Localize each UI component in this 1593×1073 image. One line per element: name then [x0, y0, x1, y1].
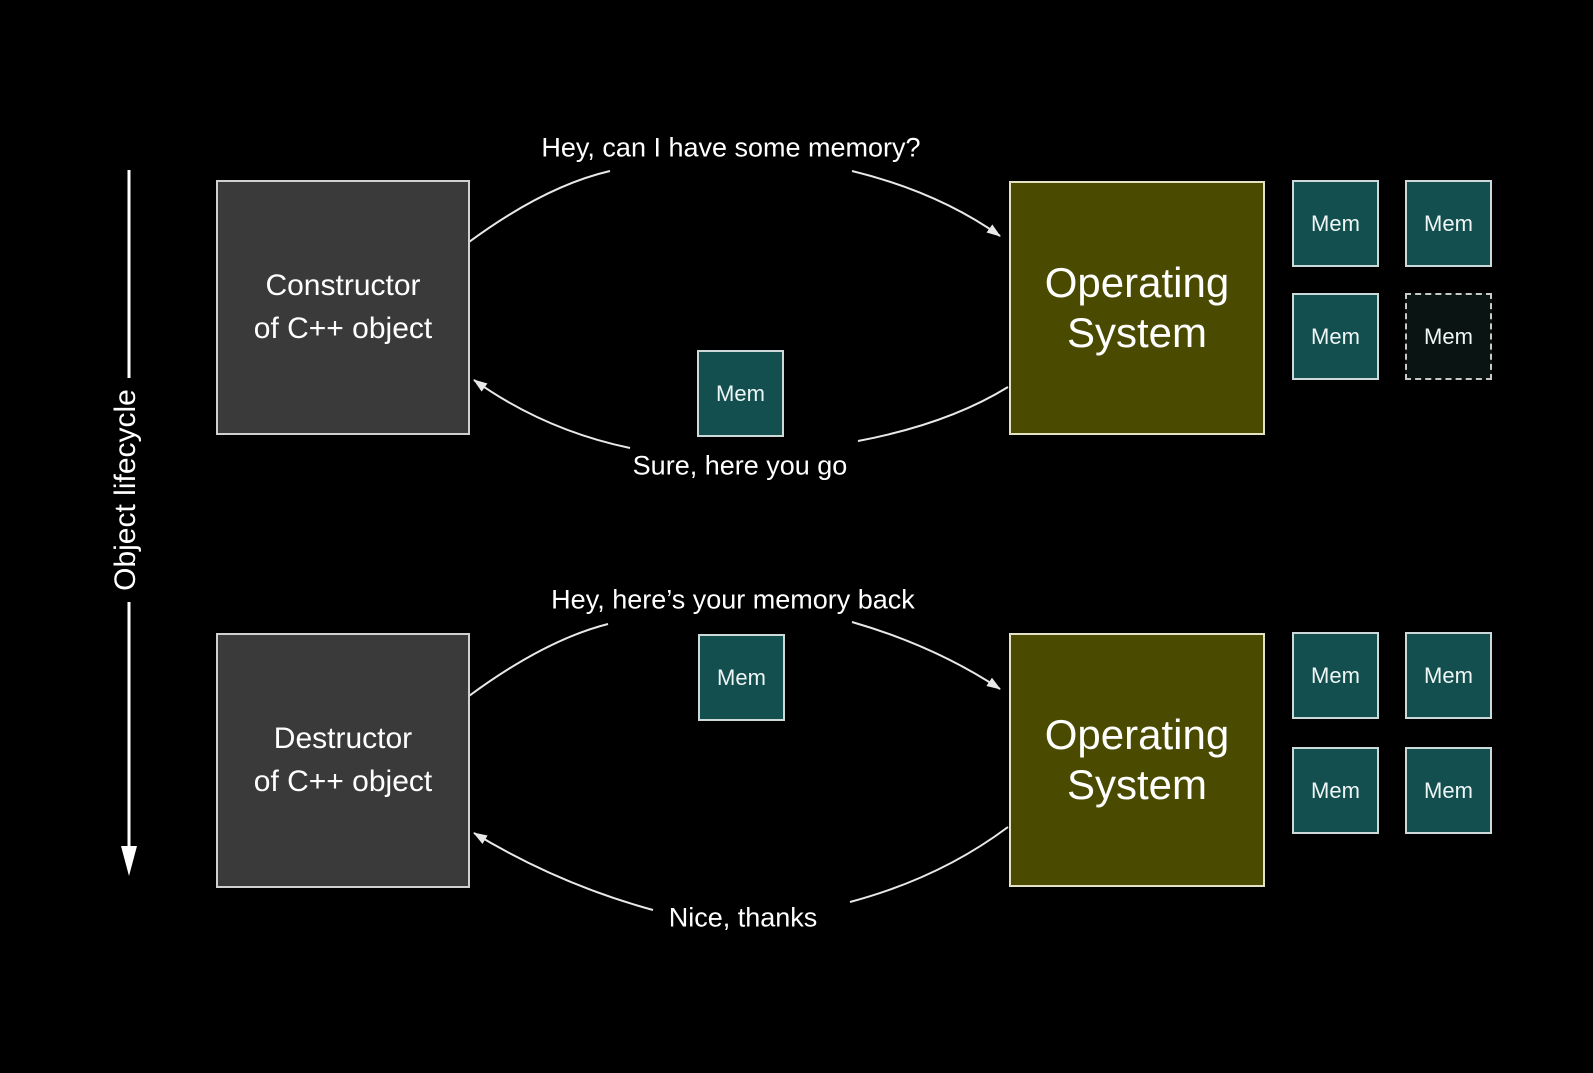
mem-cell-label: Mem — [1311, 777, 1360, 803]
mem-chunk-deallocation: Mem — [698, 634, 785, 721]
os-box-label: Operating System — [1045, 258, 1229, 357]
request-label-allocation: Hey, can I have some memory? — [541, 132, 921, 163]
mem-cell-given-away: Mem — [1405, 293, 1492, 380]
request-arc-left-deallocation — [468, 623, 609, 697]
mem-chunk-label: Mem — [716, 380, 765, 406]
request-arc-arrow-allocation — [851, 170, 1001, 237]
mem-chunk-allocation: Mem — [697, 350, 784, 437]
response-label-deallocation: Nice, thanks — [668, 902, 818, 933]
mem-cell: Mem — [1405, 747, 1492, 834]
mem-cell-label: Mem — [1311, 662, 1360, 688]
response-label-allocation: Sure, here you go — [632, 450, 848, 481]
mem-cell-label: Mem — [1424, 662, 1473, 688]
response-arc-right-allocation — [857, 386, 1009, 442]
os-box-deallocation: Operating System — [1009, 633, 1265, 887]
constructor-box-label: Constructor of C++ object — [254, 265, 432, 350]
response-arc-right-deallocation — [849, 826, 1009, 903]
constructor-label-line2: of C++ object — [253, 311, 433, 345]
os-label-line1: Operating — [1044, 711, 1230, 759]
mem-cell-label: Mem — [1424, 777, 1473, 803]
os-label-line2: System — [1066, 761, 1207, 808]
request-label-deallocation: Hey, here’s your memory back — [551, 584, 915, 615]
mem-cell: Mem — [1292, 747, 1379, 834]
constructor-label-line1: Constructor — [265, 268, 421, 302]
destructor-label-line1: Destructor — [273, 721, 413, 755]
destructor-label-line2: of C++ object — [253, 764, 433, 798]
os-label-line2: System — [1066, 309, 1207, 356]
mem-cell: Mem — [1292, 180, 1379, 267]
mem-cell-label: Mem — [1424, 210, 1473, 236]
mem-cell-label: Mem — [1311, 323, 1360, 349]
mem-cell-label: Mem — [1424, 323, 1473, 349]
os-memory-pool-deallocation: Mem Mem Mem Mem — [1292, 632, 1492, 834]
mem-cell: Mem — [1405, 180, 1492, 267]
os-box-allocation: Operating System — [1009, 181, 1265, 435]
mem-chunk-label: Mem — [717, 664, 766, 690]
mem-cell: Mem — [1405, 632, 1492, 719]
os-memory-pool-allocation: Mem Mem Mem Mem — [1292, 180, 1492, 380]
request-arc-arrow-deallocation — [851, 621, 1001, 690]
constructor-box: Constructor of C++ object — [216, 180, 470, 435]
response-arc-arrow-deallocation — [473, 832, 654, 911]
response-arc-arrow-allocation — [473, 379, 631, 449]
os-box-label: Operating System — [1045, 710, 1229, 809]
destructor-box: Destructor of C++ object — [216, 633, 470, 888]
os-label-line1: Operating — [1044, 259, 1230, 307]
destructor-box-label: Destructor of C++ object — [254, 718, 432, 803]
mem-cell-label: Mem — [1311, 210, 1360, 236]
lifecycle-label: Object lifecycle — [109, 389, 142, 591]
mem-cell: Mem — [1292, 293, 1379, 380]
mem-cell: Mem — [1292, 632, 1379, 719]
request-arc-left-allocation — [468, 170, 611, 243]
